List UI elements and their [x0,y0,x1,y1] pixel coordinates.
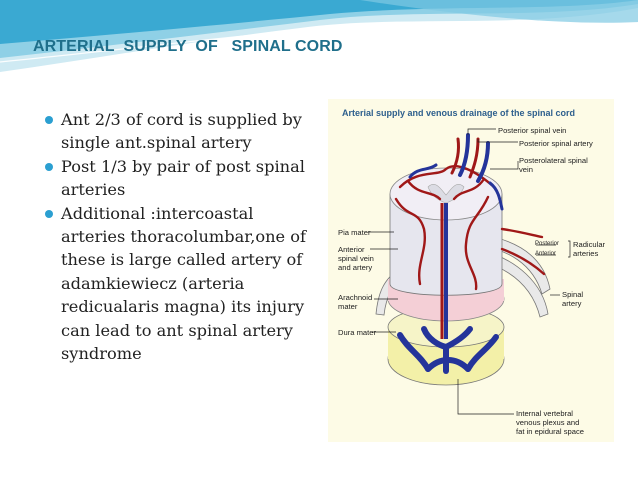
bullet-item: Ant 2/3 of cord is supplied by single an… [45,108,320,155]
label-pia-mater: Pia mater [338,228,371,237]
label-anterior-spinal-vein-artery: Anterior spinal vein and artery [338,245,374,272]
bullet-text: Post 1/3 by pair of post spinal arteries [61,156,305,200]
figure-title: Arterial supply and venous drainage of t… [342,108,576,118]
label-spinal-artery: Spinal artery [562,290,584,308]
header-wave-decoration [0,0,638,72]
label-posterior-spinal-artery: Posterior spinal artery [519,139,593,148]
bullet-text: Additional :intercoastal arteries thorac… [61,203,307,364]
bullet-text: Ant 2/3 of cord is supplied by single an… [61,110,302,153]
slide-title: ARTERIAL SUPPLY OF SPINAL CORD [33,38,343,55]
label-posterolateral-spinal-vein: Posterolateral spinal vein [519,156,588,174]
bullet-dot-icon [45,162,53,171]
bullet-list: Ant 2/3 of cord is supplied by single an… [45,108,320,365]
spinal-cord-illustration [368,128,571,415]
label-posterior-spinal-vein: Posterior spinal vein [498,126,567,135]
label-anterior-radicular: Anterior [535,251,557,257]
label-internal-vertebral-venous-plexus: Internal vertebral venous plexus and fat… [516,409,584,436]
label-posterior-radicular: Posterior [535,241,560,247]
bullet-item: Post 1/3 by pair of post spinal arteries [45,155,320,202]
label-radicular-arteries: Radicular arteries [573,240,606,258]
label-arachnoid-mater: Arachnoid mater [338,293,373,311]
bullet-dot-icon [45,116,53,124]
label-dura-mater: Dura mater [338,328,376,337]
bullet-item: Additional :intercoastal arteries thorac… [45,202,320,366]
spinal-cord-figure: Arterial supply and venous drainage of t… [328,99,614,442]
bullet-dot-icon [45,209,53,218]
